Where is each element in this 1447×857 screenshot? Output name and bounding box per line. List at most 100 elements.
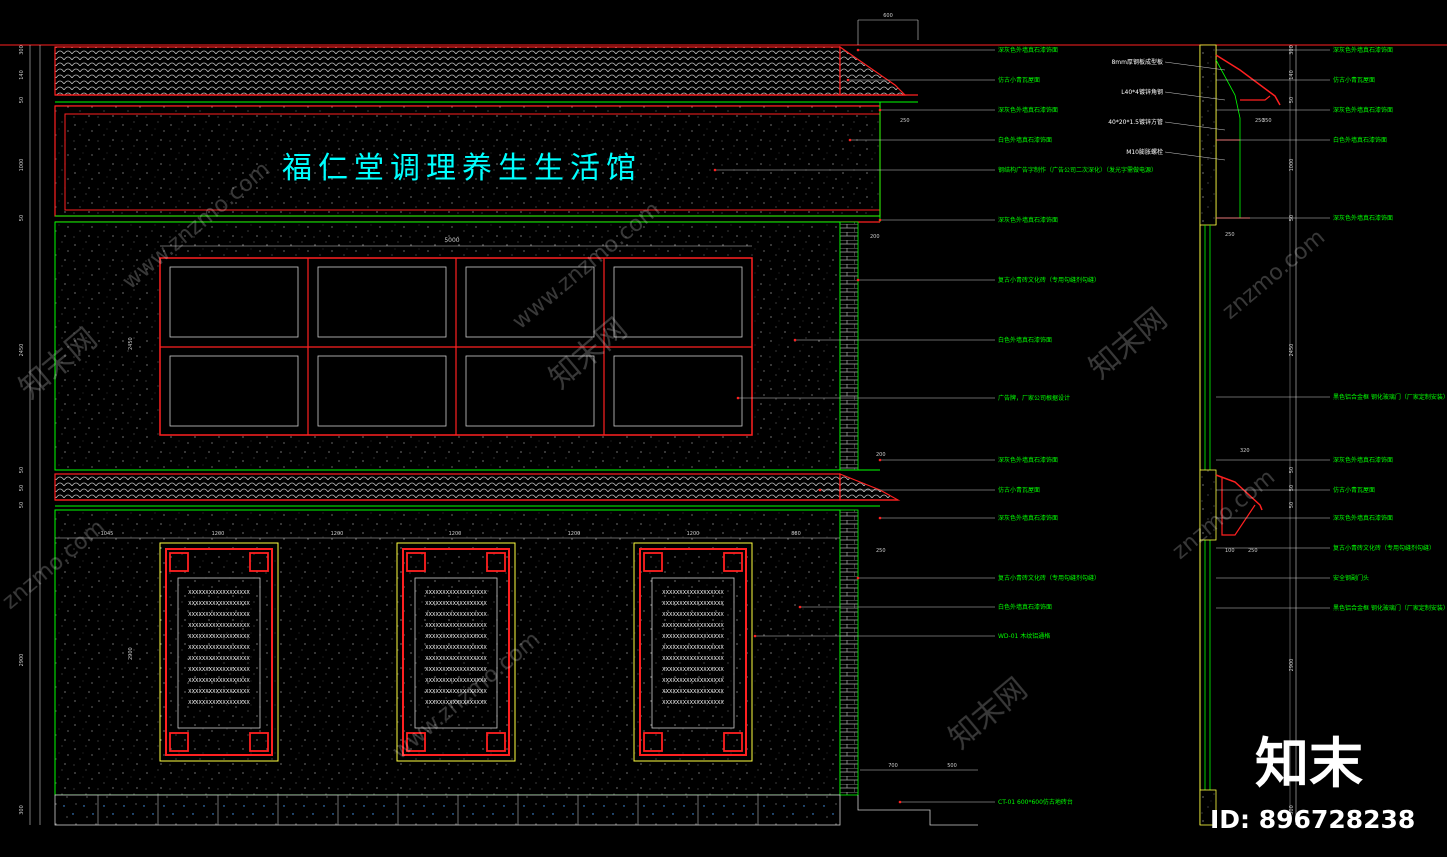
lower-brick-column [839,509,859,796]
annotation-dot [848,138,852,142]
door-text-line: XXXXXXXXXXXXXXXXXX [425,634,487,640]
watermark-6: znzmo.com [1218,225,1330,325]
door-text-line: XXXXXXXXXXXXXXXXXX [425,689,487,695]
left-dim-label: 140 [19,70,25,80]
dim-col5: 1200 [568,531,581,537]
door-text-line: XXXXXXXXXXXXXXXXXX [188,700,250,706]
door-3: XXXXXXXXXXXXXXXXXX XXXXXXXXXXXXXXXXXX XXXX… [633,542,753,762]
annotation-dot [846,78,850,82]
door-text-line: XXXXXXXXXXXXXXXXXX [662,645,724,651]
section-right-label: 复古小青砖文化砖（专用勾缝剂勾缝） [1333,544,1435,552]
annotation-text: 白色外墙真石漆饰面 [998,336,1052,344]
annotation-text: 广告牌，厂家公司根据设计 [998,394,1070,402]
dim-lower-height: 2900 [128,647,134,660]
door-text-line: XXXXXXXXXXXXXXXXXX [425,656,487,662]
door-text-line: XXXXXXXXXXXXXXXXXX [662,678,724,684]
left-dim-label: 50 [19,215,25,221]
door-text-line: XXXXXXXXXXXXXXXXXX [188,601,250,607]
section-dim-label: 2900 [1289,659,1295,672]
door-text-line: XXXXXXXXXXXXXXXXXX [662,667,724,673]
upper-window [159,257,753,436]
door-text-line: XXXXXXXXXXXXXXXXXX [188,689,250,695]
signboard-text: 福仁堂调理养生生活馆 [282,151,642,186]
annotation-dot [753,634,757,638]
dim-window-width: 5000 [444,237,459,244]
section-right-label: 白色外墙真石漆饰面 [1333,136,1387,144]
watermark-10: znzmo.com [1168,465,1280,565]
section-dim-label: 300 [1289,805,1295,815]
door-text-line: XXXXXXXXXXXXXXXXXX [188,667,250,673]
step-profile [857,795,978,826]
door-text-line: XXXXXXXXXXXXXXXXXX [425,590,487,596]
lower-doors: XXXXXXXXXXXXXXXXXX XXXXXXXXXXXXXXXXXX XXXX… [159,542,753,762]
section-right-label: 仿古小青瓦屋面 [1333,76,1375,84]
section-wall-base [1199,789,1217,826]
annotation-text: 深灰色外墙真石漆饰面 [998,216,1058,224]
middle-eave-profile [1215,474,1263,511]
annotation-text: 复古小青砖文化砖（专用勾缝剂勾缝） [998,276,1100,284]
section-right-label: 深灰色外墙真石漆饰面 [1333,106,1393,114]
left-dim-label: 300 [19,45,25,55]
annotation-text: 仿古小青瓦屋面 [998,486,1040,494]
door-text-line: XXXXXXXXXXXXXXXXXX [188,623,250,629]
door-text-line: XXXXXXXXXXXXXXXXXX [662,656,724,662]
door-text-line: XXXXXXXXXXXXXXXXXX [188,634,250,640]
annotation-text: 复古小青砖文化砖（专用勾缝剂勾缝） [998,574,1100,582]
left-dim-label: 2450 [19,344,25,357]
signboard-panel [54,105,881,217]
brand-logo: 知末 [1255,732,1363,795]
annotation-dot [818,488,822,492]
section-leader [1164,151,1226,161]
section-leader [1164,91,1226,101]
annotation-text: 深灰色外墙真石漆饰面 [998,514,1058,522]
annotation-dot [736,396,740,400]
section-leader [1164,61,1226,71]
image-id: ID: 896728238 [1210,805,1415,834]
annotation-dot [878,458,882,462]
annotation-text: 仿古小青瓦屋面 [998,76,1040,84]
dim-col7: 880 [791,531,801,537]
section-right-label: 深灰色外墙真石漆饰面 [1333,46,1393,54]
annotation-text: 钢结构广告字制作（广告公司二次深化）（发光字需做电源） [998,166,1157,174]
section-left-label: 40*20*1.5镀锌方管 [1108,118,1163,126]
left-dim-label: 50 [19,97,25,103]
dim-upper-height: 2450 [128,337,134,350]
door-text-line: XXXXXXXXXXXXXXXXXX [425,700,487,706]
section-dim-label: 50 [1289,215,1295,221]
upper-roof-tiles [54,46,841,96]
section-dim-label: 1000 [1289,159,1295,172]
dim-col3: 1200 [331,531,344,537]
dim-right2: 250 [900,118,910,124]
elevation-annotations: 深灰色外墙真石漆饰面仿古小青瓦屋面深灰色外墙真石漆饰面白色外墙真石漆饰面钢结构广… [713,46,1157,806]
dim-col2: 1200 [212,531,225,537]
watermark-9: 知末网 [943,671,1034,756]
section-dim-label: 250 [1248,548,1258,554]
door-text-line: XXXXXXXXXXXXXXXXXX [425,601,487,607]
door-1: XXXXXXXXXXXXXXXXXX XXXXXXXXXXXXXXXXXX XXXX… [159,542,279,762]
section-right-label: 深灰色外墙真石漆饰面 [1333,514,1393,522]
left-dim-label: 300 [19,805,25,815]
left-dim-label: 50 [19,485,25,491]
watermark-5: 知末网 [1083,301,1174,386]
upper-brick-column [839,221,859,471]
annotation-text: 深灰色外墙真石漆饰面 [998,456,1058,464]
dim-right1: 200 [870,234,880,240]
annotation-dot [793,338,797,342]
wall-section-detail: 8mm厚钢板成型板L40*4镀锌角钢40*20*1.5镀锌方管M10膨胀螺栓深灰… [1108,44,1447,826]
door-text-line: XXXXXXXXXXXXXXXXXX [188,678,250,684]
section-right-label: 安全钢副门头 [1333,574,1369,582]
annotation-dot [878,218,882,222]
door-text-line: XXXXXXXXXXXXXXXXXX [662,689,724,695]
section-annotations: 8mm厚钢板成型板L40*4镀锌角钢40*20*1.5镀锌方管M10膨胀螺栓深灰… [1108,45,1447,815]
door-text-line: XXXXXXXXXXXXXXXXXX [188,590,250,596]
lower-wall [54,509,841,796]
dim-col4: 1200 [449,531,462,537]
door-text-line: XXXXXXXXXXXXXXXXXX [662,700,724,706]
dim-top-width: 600 [883,13,893,19]
section-dim-label: 50 [1289,97,1295,103]
section-right-label: 黑色铝合金框 钢化玻璃门（厂家定制安装） [1333,604,1447,612]
annotation-text: 深灰色外墙真石漆饰面 [998,46,1058,54]
middle-roof-eave [839,473,901,501]
dim-col1: 1045 [101,531,114,537]
section-dim-label: 250 [1255,118,1265,124]
